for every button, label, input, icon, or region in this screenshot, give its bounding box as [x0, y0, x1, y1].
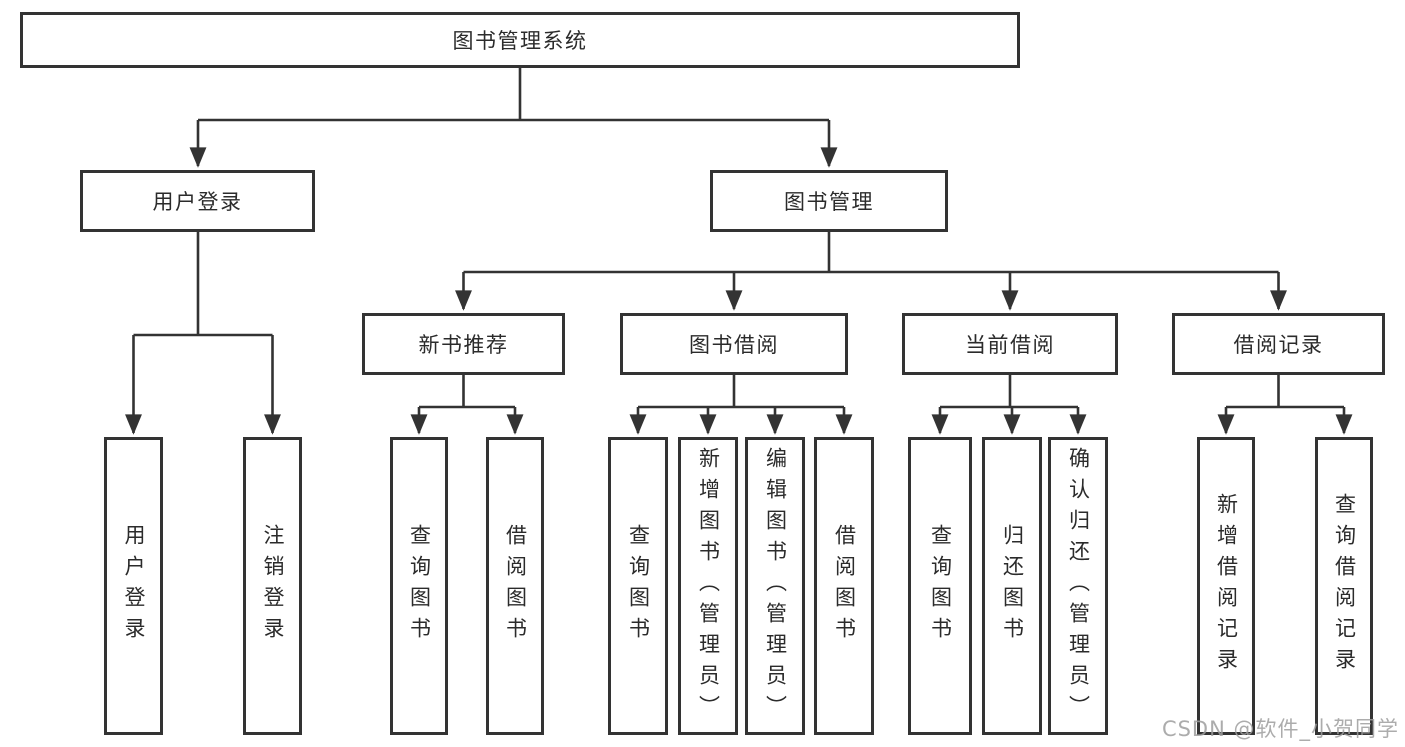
leaf-logout: 注销登录 [243, 437, 302, 735]
node-book-management: 图书管理 [710, 170, 948, 232]
node-borrow-records: 借阅记录 [1172, 313, 1385, 375]
leaf-current-query-books-label: 查询图书 [928, 524, 953, 648]
connector-recommend-bus [419, 375, 515, 409]
leaf-borrow-query-books-label: 查询图书 [626, 524, 651, 648]
node-current-borrow-label: 当前借阅 [965, 333, 1055, 357]
node-book-borrow: 图书借阅 [620, 313, 848, 375]
node-root: 图书管理系统 [20, 12, 1020, 68]
node-new-book-recommend-label: 新书推荐 [418, 333, 509, 357]
leaf-user-login-label: 用户登录 [122, 524, 146, 648]
leaf-recommend-query-books: 查询图书 [390, 437, 448, 735]
connector-current-bus [940, 375, 1078, 409]
leaf-records-query-record: 查询借阅记录 [1315, 437, 1373, 735]
node-user-login: 用户登录 [80, 170, 315, 232]
connector-root-bus [198, 68, 829, 122]
leaf-borrow-add-books-admin-label: 新增图书（管理员） [696, 446, 721, 726]
leaf-user-login: 用户登录 [104, 437, 163, 735]
leaf-current-return-books-label: 归还图书 [1000, 524, 1025, 648]
watermark: CSDN @软件_小贺同学 [1161, 717, 1399, 741]
leaf-records-add-record: 新增借阅记录 [1197, 437, 1255, 735]
leaf-current-query-books: 查询图书 [908, 437, 972, 735]
leaf-borrow-edit-books-admin-label: 编辑图书（管理员） [763, 446, 788, 726]
leaf-records-query-record-label: 查询借阅记录 [1332, 493, 1357, 679]
connector-book-management-bus [463, 232, 1279, 274]
leaf-current-confirm-return-admin: 确认归还（管理员） [1048, 437, 1108, 735]
leaf-borrow-edit-books-admin: 编辑图书（管理员） [745, 437, 805, 735]
node-root-label: 图书管理系统 [452, 29, 588, 53]
leaf-recommend-query-books-label: 查询图书 [407, 524, 432, 648]
leaf-logout-label: 注销登录 [261, 524, 285, 648]
connector-borrow-bus [638, 375, 844, 409]
node-borrow-records-label: 借阅记录 [1233, 333, 1324, 357]
leaf-borrow-borrow-books-label: 借阅图书 [832, 524, 857, 648]
leaf-borrow-borrow-books: 借阅图书 [814, 437, 874, 735]
leaf-recommend-borrow-books-label: 借阅图书 [503, 524, 528, 648]
leaf-current-confirm-return-admin-label: 确认归还（管理员） [1066, 446, 1091, 726]
connector-user-login-bus [133, 232, 273, 337]
leaf-recommend-borrow-books: 借阅图书 [486, 437, 544, 735]
node-new-book-recommend: 新书推荐 [362, 313, 565, 375]
leaf-current-return-books: 归还图书 [982, 437, 1042, 735]
leaf-borrow-query-books: 查询图书 [608, 437, 668, 735]
node-user-login-label: 用户登录 [152, 190, 243, 214]
leaf-records-add-record-label: 新增借阅记录 [1214, 493, 1239, 679]
connector-records-bus [1226, 375, 1344, 409]
leaf-borrow-add-books-admin: 新增图书（管理员） [678, 437, 738, 735]
node-book-management-label: 图书管理 [784, 190, 874, 214]
node-book-borrow-label: 图书借阅 [689, 333, 779, 357]
node-current-borrow: 当前借阅 [902, 313, 1118, 375]
